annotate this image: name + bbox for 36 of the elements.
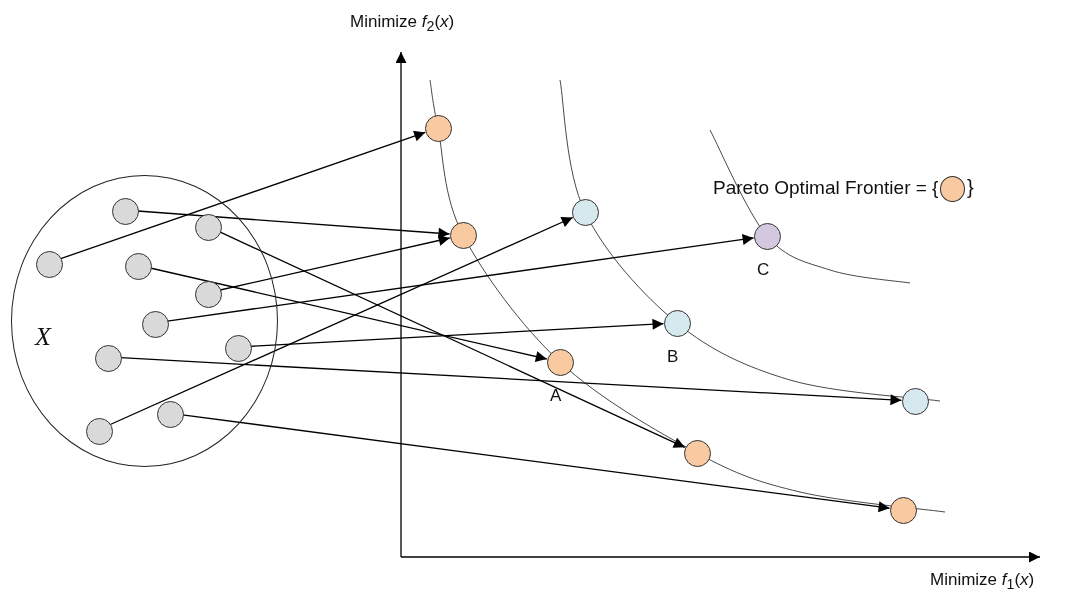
- solution-point: [424, 114, 452, 142]
- solution-point: [224, 334, 252, 362]
- solution-point: [449, 221, 477, 249]
- point-label: C: [757, 260, 770, 280]
- solution-point: [35, 250, 63, 278]
- solution-point: [753, 222, 781, 250]
- mapping-arrow: [181, 414, 891, 513]
- mapping-arrow: [149, 267, 548, 362]
- solution-point: [156, 400, 184, 428]
- solution-point: [683, 439, 711, 467]
- legend-text: Pareto Optimal Frontier = {: [713, 177, 939, 199]
- set-label: X: [35, 322, 51, 352]
- solution-point: [94, 344, 122, 372]
- point-label: B: [667, 347, 679, 367]
- solution-point: [141, 310, 169, 338]
- brace-text: }: [967, 176, 974, 199]
- solution-point: [124, 252, 152, 280]
- solution-point: [85, 417, 113, 445]
- solution-point: [889, 496, 917, 524]
- solution-point: [111, 197, 139, 225]
- mapping-arrow: [60, 130, 426, 260]
- mapping-arrow: [219, 235, 451, 291]
- solution-point: [194, 213, 222, 241]
- solution-point: [663, 309, 691, 337]
- solution-point: [901, 387, 929, 415]
- solution-point: [194, 280, 222, 308]
- mapping-arrow: [136, 210, 451, 239]
- axis-label: Minimize f$_{2}$(x): [350, 12, 455, 35]
- mapping-arrow: [249, 318, 665, 347]
- mapping-arrow: [109, 216, 574, 426]
- solution-point: [571, 198, 599, 226]
- solution-point: [546, 348, 574, 376]
- mapping-arrow: [119, 357, 903, 406]
- point-label: A: [550, 386, 562, 406]
- axis-label: Minimize f$_{1}$(x): [930, 570, 1035, 593]
- mapping-arrow: [166, 234, 755, 322]
